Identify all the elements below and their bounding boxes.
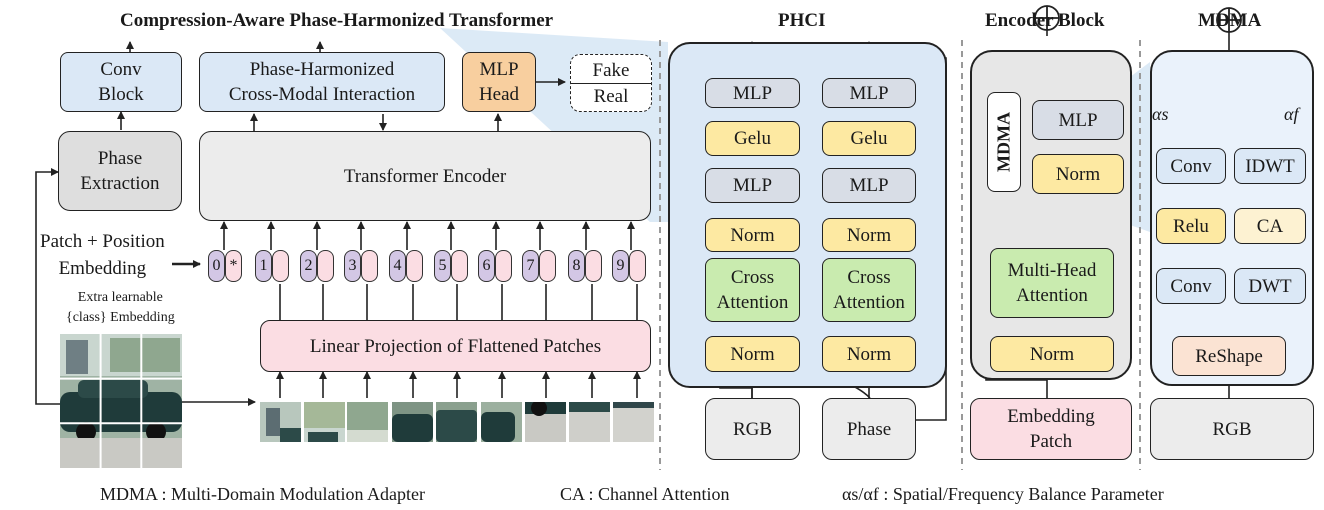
mdma-idwt: IDWT bbox=[1234, 148, 1306, 184]
phci-right-mlp-bottom: MLP bbox=[822, 168, 916, 203]
token-7-embedding bbox=[539, 250, 556, 282]
extra-class-embedding-label: Extra learnable {class} Embedding bbox=[66, 290, 175, 325]
phci-title: PHCI bbox=[778, 10, 826, 31]
encoder-mlp: MLP bbox=[1032, 100, 1124, 140]
phci-module-box: Phase-Harmonized Cross-Modal Interaction bbox=[199, 52, 445, 112]
output-fake-real: Fake Real bbox=[570, 54, 652, 112]
patch-thumb-3 bbox=[347, 402, 388, 442]
output-real: Real bbox=[593, 85, 629, 107]
alpha-f-label: αf bbox=[1284, 104, 1299, 124]
legend-mdma: MDMA : Multi-Domain Modulation Adapter bbox=[100, 484, 425, 504]
phci-right-mlp-top: MLP bbox=[822, 78, 916, 108]
mdma-rgb-input: RGB bbox=[1150, 398, 1314, 460]
encoder-multi-head-attention: Multi-Head Attention bbox=[990, 248, 1114, 318]
mdma-conv-bottom: Conv bbox=[1156, 268, 1226, 304]
patch-thumb-4 bbox=[392, 402, 433, 442]
encoder-mdma-box: MDMA bbox=[987, 92, 1021, 192]
patch-thumb-8 bbox=[569, 402, 610, 442]
mdma-conv-top: Conv bbox=[1156, 148, 1226, 184]
token-3-position: 3 bbox=[344, 250, 361, 282]
token-1-position: 1 bbox=[255, 250, 272, 282]
token-8-embedding bbox=[585, 250, 602, 282]
mlp-head: MLP Head bbox=[462, 52, 536, 112]
phci-left-mlp-bottom: MLP bbox=[705, 168, 800, 203]
encoder-embedding-patch: Embedding Patch bbox=[970, 398, 1132, 460]
phci-right-gelu: Gelu bbox=[822, 121, 916, 156]
phci-right-norm-top: Norm bbox=[822, 218, 916, 252]
transformer-encoder: Transformer Encoder bbox=[199, 131, 651, 221]
patch-thumb-6 bbox=[481, 402, 522, 442]
token-8-position: 8 bbox=[568, 250, 585, 282]
token-7-position: 7 bbox=[522, 250, 539, 282]
token-0-position: 0 bbox=[208, 250, 225, 282]
patch-position-embedding-label: Patch + Position Embedding bbox=[40, 231, 165, 279]
token-3-embedding bbox=[361, 250, 378, 282]
phase-extraction: Phase Extraction bbox=[58, 131, 182, 211]
token-5-embedding bbox=[451, 250, 468, 282]
encoder-norm-bottom: Norm bbox=[990, 336, 1114, 372]
mdma-relu: Relu bbox=[1156, 208, 1226, 244]
token-9-embedding bbox=[629, 250, 646, 282]
patch-thumb-2 bbox=[304, 402, 345, 442]
token-4-position: 4 bbox=[389, 250, 406, 282]
phci-left-mlp-top: MLP bbox=[705, 78, 800, 108]
phci-right-norm-bottom: Norm bbox=[822, 336, 916, 372]
phci-rgb-input: RGB bbox=[705, 398, 800, 460]
token-0-class-embedding: * bbox=[225, 250, 242, 282]
phci-left-norm-top: Norm bbox=[705, 218, 800, 252]
patch-thumb-5 bbox=[436, 402, 477, 442]
token-5-position: 5 bbox=[434, 250, 451, 282]
car-image-icon bbox=[60, 334, 182, 468]
alpha-s-label: αs bbox=[1152, 104, 1169, 124]
token-6-position: 6 bbox=[478, 250, 495, 282]
mdma-reshape: ReShape bbox=[1172, 336, 1286, 376]
conv-block: Conv Block bbox=[60, 52, 182, 112]
phci-right-cross-attention: Cross Attention bbox=[822, 258, 916, 322]
patch-thumb-1 bbox=[260, 402, 301, 442]
phci-left-gelu: Gelu bbox=[705, 121, 800, 156]
patch-thumb-9 bbox=[613, 402, 654, 442]
patch-thumb-7 bbox=[525, 402, 566, 442]
encoder-block-title: Encoder Block bbox=[985, 10, 1105, 31]
legend-alpha: αs/αf : Spatial/Frequency Balance Parame… bbox=[842, 484, 1164, 504]
token-6-embedding bbox=[495, 250, 512, 282]
encoder-norm-top: Norm bbox=[1032, 154, 1124, 194]
output-fake: Fake bbox=[571, 58, 651, 84]
token-9-position: 9 bbox=[612, 250, 629, 282]
input-image-grid bbox=[60, 334, 182, 468]
token-2-embedding bbox=[317, 250, 334, 282]
token-2-position: 2 bbox=[300, 250, 317, 282]
phci-phase-input: Phase bbox=[822, 398, 916, 460]
legend-ca: CA : Channel Attention bbox=[560, 484, 730, 504]
token-4-embedding bbox=[406, 250, 423, 282]
main-title: Compression-Aware Phase-Harmonized Trans… bbox=[120, 10, 554, 31]
mdma-dwt: DWT bbox=[1234, 268, 1306, 304]
encoder-mdma-label: MDMA bbox=[993, 112, 1014, 172]
token-1-embedding bbox=[272, 250, 289, 282]
mdma-title: MDMA bbox=[1198, 10, 1262, 31]
linear-projection: Linear Projection of Flattened Patches bbox=[260, 320, 651, 372]
mdma-ca: CA bbox=[1234, 208, 1306, 244]
phci-left-cross-attention: Cross Attention bbox=[705, 258, 800, 322]
phci-left-norm-bottom: Norm bbox=[705, 336, 800, 372]
